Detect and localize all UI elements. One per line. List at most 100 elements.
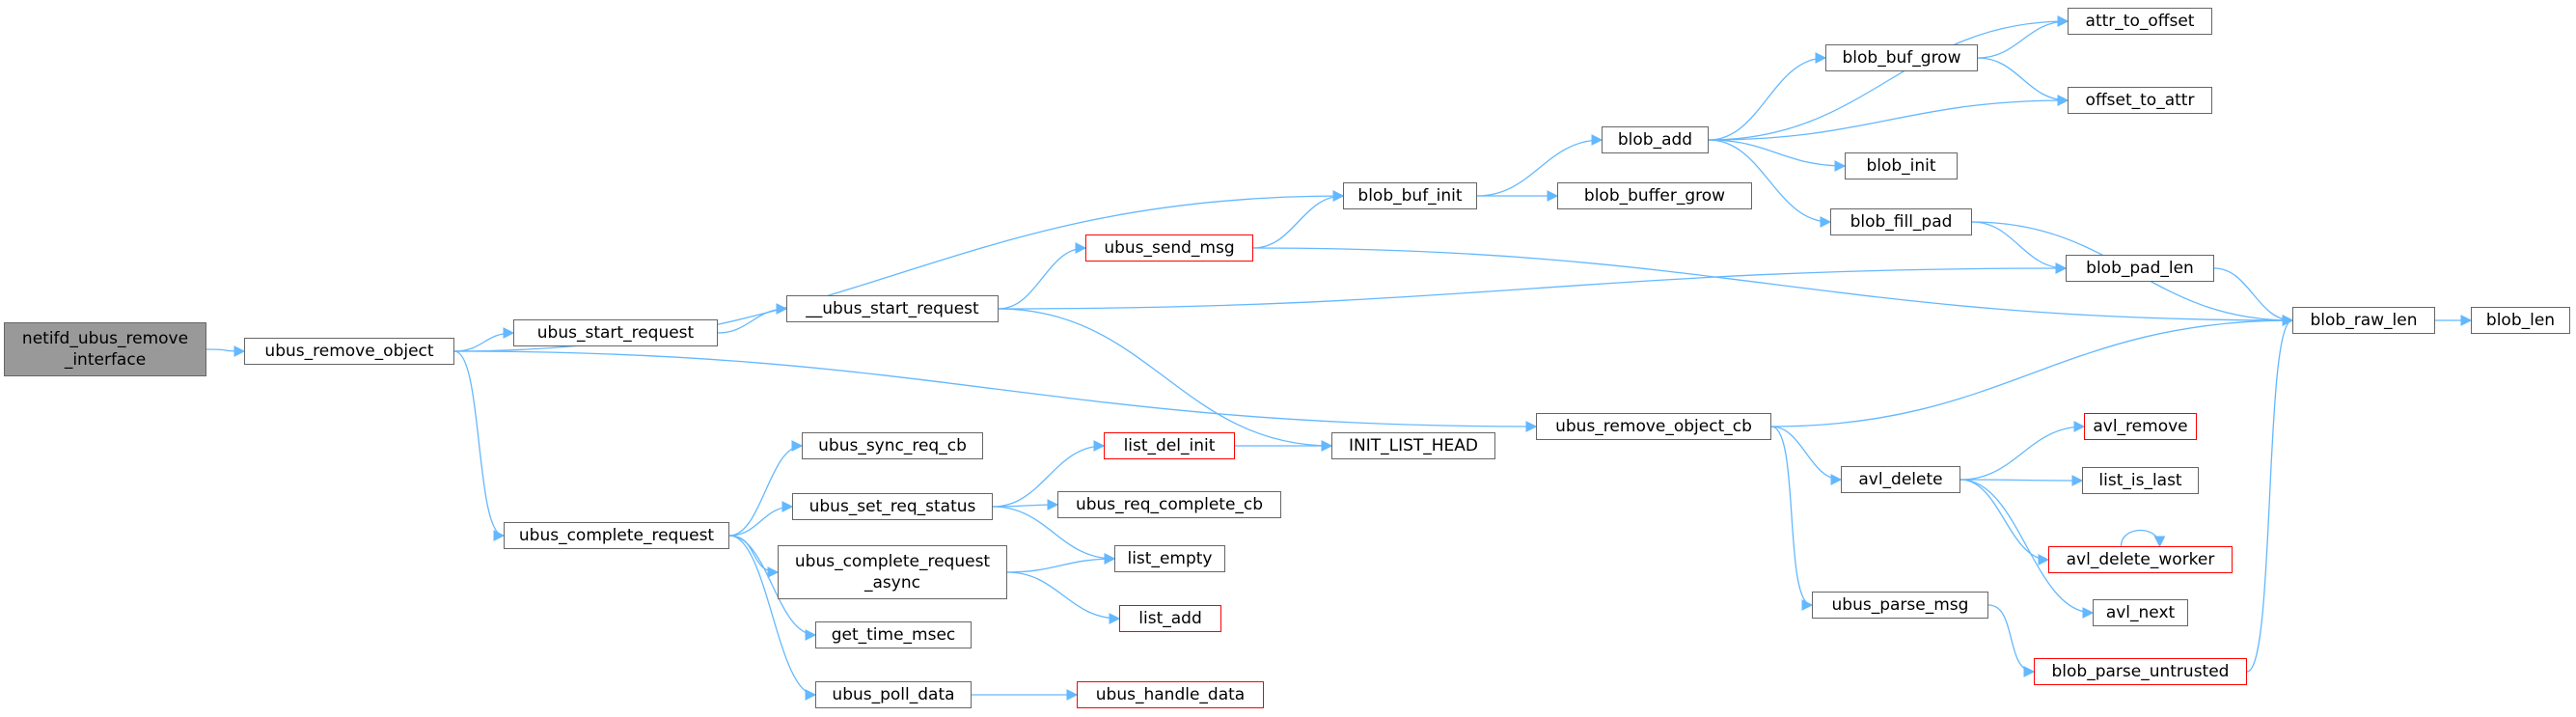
node-label: offset_to_attr (2085, 91, 2195, 110)
edge-blob_add-to-attr_to_offset (1708, 15, 2069, 141)
edge-__ubus_start_request-to-blob_pad_len (998, 262, 2068, 310)
edge-ubus_set_req_status-to-list_empty (992, 506, 1116, 565)
node-init-list-head[interactable]: INIT_LIST_HEAD (1331, 432, 1495, 459)
edge-ubus_complete_request-to-ubus_poll_data (728, 535, 817, 701)
edge-ubus_remove_object-to-ubus_start_request (453, 327, 515, 352)
edge-ubus_remove_object_cb-to-avl_delete (1770, 426, 1843, 485)
node-label: blob_add (1617, 130, 1693, 150)
node-label: ubus_poll_data (832, 685, 955, 704)
node-list-add[interactable]: list_add (1119, 605, 1221, 632)
edge-avl_delete-to-list_is_last (1959, 475, 2084, 486)
edge-ubus_remove_object-to-ubus_remove_object_cb (453, 350, 1538, 432)
node-blob-buf-init[interactable]: blob_buf_init (1343, 182, 1477, 209)
edge-blob_buf_grow-to-attr_to_offset (1977, 15, 2069, 59)
node-label: avl_delete_worker (2066, 550, 2215, 569)
edge-blob_buf_grow-to-offset_to_attr (1977, 57, 2069, 106)
edge-ubus_parse_msg-to-blob_parse_untrusted (1987, 604, 2036, 677)
node-ubus-req-complete-cb[interactable]: ubus_req_complete_cb (1057, 491, 1281, 518)
edge-avl_delete_worker-to-avl_delete_worker (2120, 529, 2166, 548)
node-label: ubus_parse_msg (1831, 595, 1969, 615)
node-ubus-handle-data[interactable]: ubus_handle_data (1077, 681, 1264, 708)
edge-__ubus_start_request-to-INIT_LIST_HEAD (998, 308, 1333, 452)
node-label: INIT_LIST_HEAD (1348, 436, 1479, 455)
node-blob-parse-untrusted[interactable]: blob_parse_untrusted (2034, 658, 2247, 685)
edge-blob_add-to-blob_init (1708, 139, 1847, 172)
node-label: blob_pad_len (2086, 259, 2194, 278)
node-attr-to-offset[interactable]: attr_to_offset (2068, 8, 2212, 35)
edge-avl_delete-to-avl_remove (1959, 421, 2086, 481)
node-label: get_time_msec (831, 625, 956, 645)
node-blob-fill-pad[interactable]: blob_fill_pad (1830, 208, 1972, 235)
node-blob-init[interactable]: blob_init (1845, 152, 1958, 179)
node-avl-delete[interactable]: avl_delete (1841, 466, 1960, 493)
node-ubus-sync-req-cb[interactable]: ubus_sync_req_cb (802, 432, 983, 459)
node-label: blob_parse_untrusted (2051, 662, 2230, 681)
edge-ubus_remove_object_cb-to-blob_raw_len (1770, 315, 2294, 427)
node-label: ubus_set_req_status (808, 497, 976, 516)
node-blob-pad-len[interactable]: blob_pad_len (2066, 255, 2214, 282)
edge-__ubus_start_request-to-ubus_send_msg (998, 242, 1087, 310)
node-label: ubus_start_request (536, 323, 695, 343)
edge-ubus_complete_request-to-ubus_set_req_status (728, 501, 794, 537)
node-label: blob_init (1866, 156, 1936, 176)
node-netifd-ubus-remove-interface[interactable]: netifd_ubus_remove _interface (4, 322, 206, 376)
node-label: avl_delete (1858, 470, 1943, 489)
edge-ubus_send_msg-to-blob_buf_init (1252, 190, 1345, 249)
node-label: ubus_req_complete_cb (1075, 495, 1264, 514)
edge-blob_add-to-offset_to_attr (1708, 95, 2069, 141)
node-avl-remove[interactable]: avl_remove (2084, 413, 2197, 440)
node-label: blob_len (2485, 311, 2556, 330)
edge-ubus_complete_request-to-ubus_sync_req_cb (728, 440, 804, 537)
edge-avl_delete-to-avl_next (1959, 479, 2095, 619)
edge-ubus_set_req_status-to-list_del_init (992, 440, 1106, 508)
node-ubus-send-msg[interactable]: ubus_send_msg (1085, 234, 1253, 262)
node-label: list_empty (1127, 549, 1213, 568)
node-avl-next[interactable]: avl_next (2093, 599, 2188, 626)
node-list-empty[interactable]: list_empty (1114, 545, 1225, 572)
edge-ubus_remove_object_cb-to-ubus_parse_msg (1770, 426, 1814, 611)
node-list-is-last[interactable]: list_is_last (2082, 467, 2199, 494)
node-ubus-set-req-status[interactable]: ubus_set_req_status (792, 493, 993, 520)
edge-ubus_complete_request_async-to-list_add (1006, 571, 1121, 624)
node-ubus-poll-data[interactable]: ubus_poll_data (815, 681, 972, 708)
node-blob-add[interactable]: blob_add (1602, 126, 1709, 153)
node-label: ubus_complete_request (518, 526, 715, 545)
node-label: attr_to_offset (2085, 12, 2195, 31)
node-blob-buffer-grow[interactable]: blob_buffer_grow (1557, 182, 1752, 209)
node-label: avl_next (2105, 603, 2176, 622)
edge-ubus_start_request-to-__ubus_start_request (717, 303, 788, 334)
node-blob-len[interactable]: blob_len (2471, 307, 2570, 334)
edge-blob_buf_init-to-blob_add (1476, 134, 1603, 197)
node-ubus-remove-object[interactable]: ubus_remove_object (244, 338, 454, 365)
edge-ubus_remove_object-to-ubus_complete_request (453, 350, 506, 541)
node-ubus-complete-request[interactable]: ubus_complete_request (504, 522, 729, 549)
node-label: list_del_init (1123, 436, 1216, 455)
node-ubus-start-request[interactable]: ubus_start_request (513, 319, 718, 346)
edge-ubus_send_msg-to-blob_raw_len (1252, 247, 2294, 326)
node-dunder-ubus-start-request[interactable]: __ubus_start_request (786, 295, 999, 322)
node-label: netifd_ubus_remove _interface (21, 329, 189, 370)
node-label: list_add (1138, 609, 1202, 628)
edge-blob_add-to-blob_fill_pad (1708, 139, 1832, 228)
node-label: blob_fill_pad (1850, 212, 1953, 232)
node-blob-buf-grow[interactable]: blob_buf_grow (1825, 44, 1978, 71)
node-label: blob_buf_grow (1842, 48, 1961, 68)
node-list-del-init[interactable]: list_del_init (1104, 432, 1235, 459)
node-ubus-parse-msg[interactable]: ubus_parse_msg (1812, 592, 1988, 619)
node-avl-delete-worker[interactable]: avl_delete_worker (2048, 546, 2233, 573)
node-label: blob_raw_len (2310, 311, 2418, 330)
node-get-time-msec[interactable]: get_time_msec (815, 621, 972, 648)
node-label: __ubus_start_request (806, 299, 979, 318)
node-label: blob_buffer_grow (1583, 186, 1726, 206)
edge-blob_fill_pad-to-blob_pad_len (1971, 221, 2068, 274)
node-ubus-remove-object-cb[interactable]: ubus_remove_object_cb (1536, 413, 1771, 440)
node-ubus-complete-request-async[interactable]: ubus_complete_request _async (778, 545, 1007, 599)
edge-ubus_complete_request-to-get_time_msec (728, 535, 817, 641)
node-label: ubus_handle_data (1095, 685, 1246, 704)
node-blob-raw-len[interactable]: blob_raw_len (2292, 307, 2435, 334)
node-label: list_is_last (2098, 471, 2182, 490)
node-offset-to-attr[interactable]: offset_to_attr (2068, 87, 2212, 114)
edge-ubus_complete_request_async-to-list_empty (1006, 553, 1116, 573)
